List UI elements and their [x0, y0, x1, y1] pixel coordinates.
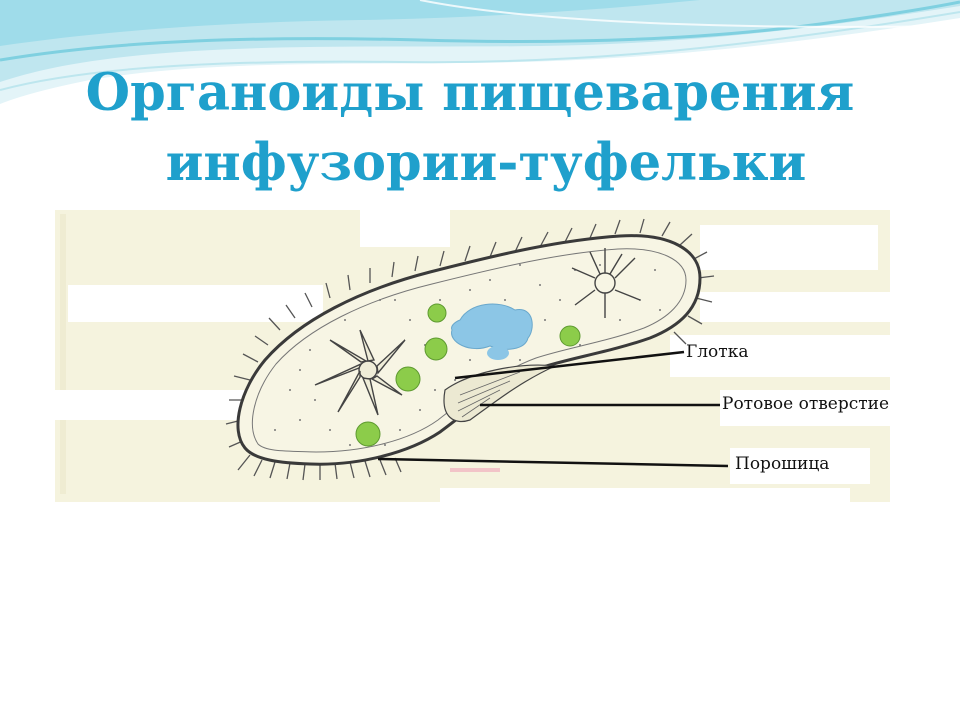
label-cover — [730, 448, 870, 484]
micronucleus — [487, 346, 509, 360]
macronucleus — [451, 303, 533, 350]
wave-header-decoration — [0, 0, 960, 104]
label-cover — [700, 225, 878, 270]
label-cover — [670, 335, 890, 377]
oral-groove — [443, 364, 558, 422]
contractile-vacuole-rear — [314, 329, 406, 416]
label-cover — [360, 205, 450, 247]
food-vacuoles — [355, 303, 581, 447]
cilia — [225, 218, 715, 481]
label-pharynx: Глотка — [686, 342, 749, 362]
label-cover — [68, 285, 323, 322]
cell-membrane — [236, 234, 702, 466]
label-cover — [22, 390, 262, 420]
label-mouth-opening: Ротовое отверстие — [722, 394, 890, 414]
slide-title-line-1: Органоиды пищеварения — [85, 63, 855, 123]
slide-title-line-2: инфузории-туфельки — [165, 133, 807, 193]
pharynx-pointer — [454, 350, 685, 380]
anus-pointer — [377, 457, 729, 468]
contractile-vacuole-front — [571, 248, 641, 318]
label-cover — [720, 390, 960, 426]
label-anal-pore: Порошица — [735, 454, 830, 474]
label-cover — [700, 292, 890, 322]
